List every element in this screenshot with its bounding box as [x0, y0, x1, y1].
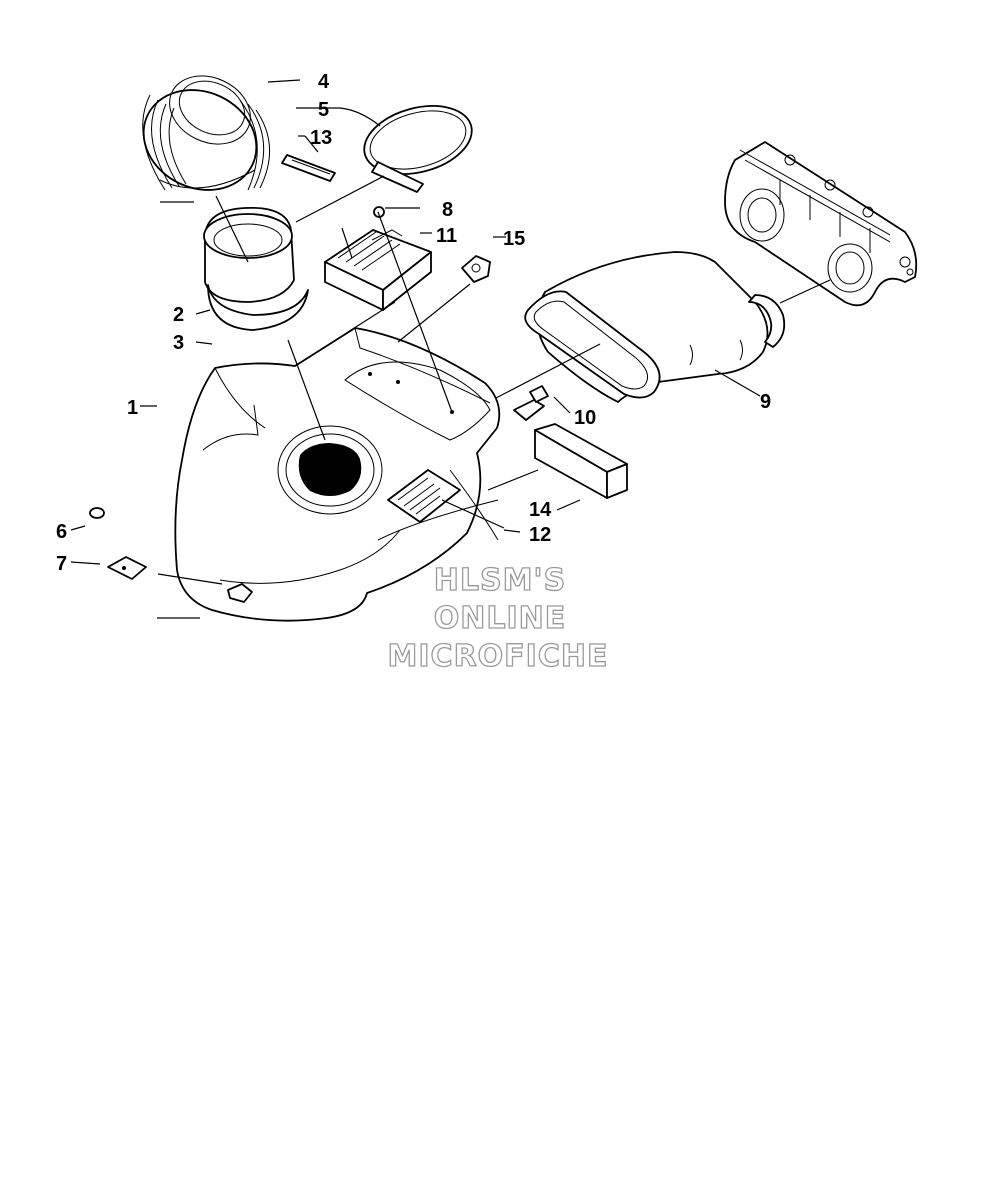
part-13-strip — [281, 154, 336, 182]
watermark: HLSM'S ONLINE MICROFICHE — [387, 562, 609, 674]
part-2-adapter — [203, 207, 309, 331]
callout-4: 4 — [318, 71, 330, 93]
callout-9: 9 — [760, 391, 771, 413]
callout-2: 2 — [173, 304, 184, 326]
part-10-bracket — [513, 385, 549, 421]
callout-3: 3 — [173, 332, 184, 354]
callout-13: 13 — [310, 127, 332, 149]
watermark-line-1: HLSM'S — [434, 563, 566, 598]
callout-11: 11 — [436, 225, 457, 247]
callout-1: 1 — [127, 397, 138, 419]
part-14-foam — [534, 423, 628, 499]
carburetor-assembly — [724, 141, 918, 307]
part-15-bracket — [461, 255, 491, 283]
callout-10: 10 — [574, 407, 596, 429]
part-1-airbox — [174, 327, 501, 622]
part-6-washer — [89, 507, 105, 519]
part-4-boot — [142, 75, 270, 191]
part-8-screw — [373, 206, 385, 218]
watermark-line-3: MICROFICHE — [388, 639, 609, 674]
callout-5: 5 — [318, 99, 329, 121]
callout-8: 8 — [442, 199, 453, 221]
callout-15: 15 — [503, 228, 525, 250]
leader-lines — [70, 79, 831, 619]
part-11-filter — [324, 229, 432, 311]
callout-14: 14 — [529, 499, 552, 521]
callout-7: 7 — [56, 553, 67, 575]
part-9-duct — [524, 251, 786, 403]
callout-6: 6 — [56, 521, 67, 543]
watermark-line-2: ONLINE — [434, 601, 567, 636]
part-12-decal — [387, 469, 461, 523]
part-5-clamp — [363, 105, 473, 193]
callout-12: 12 — [529, 524, 551, 546]
part-7-plate — [107, 556, 147, 580]
